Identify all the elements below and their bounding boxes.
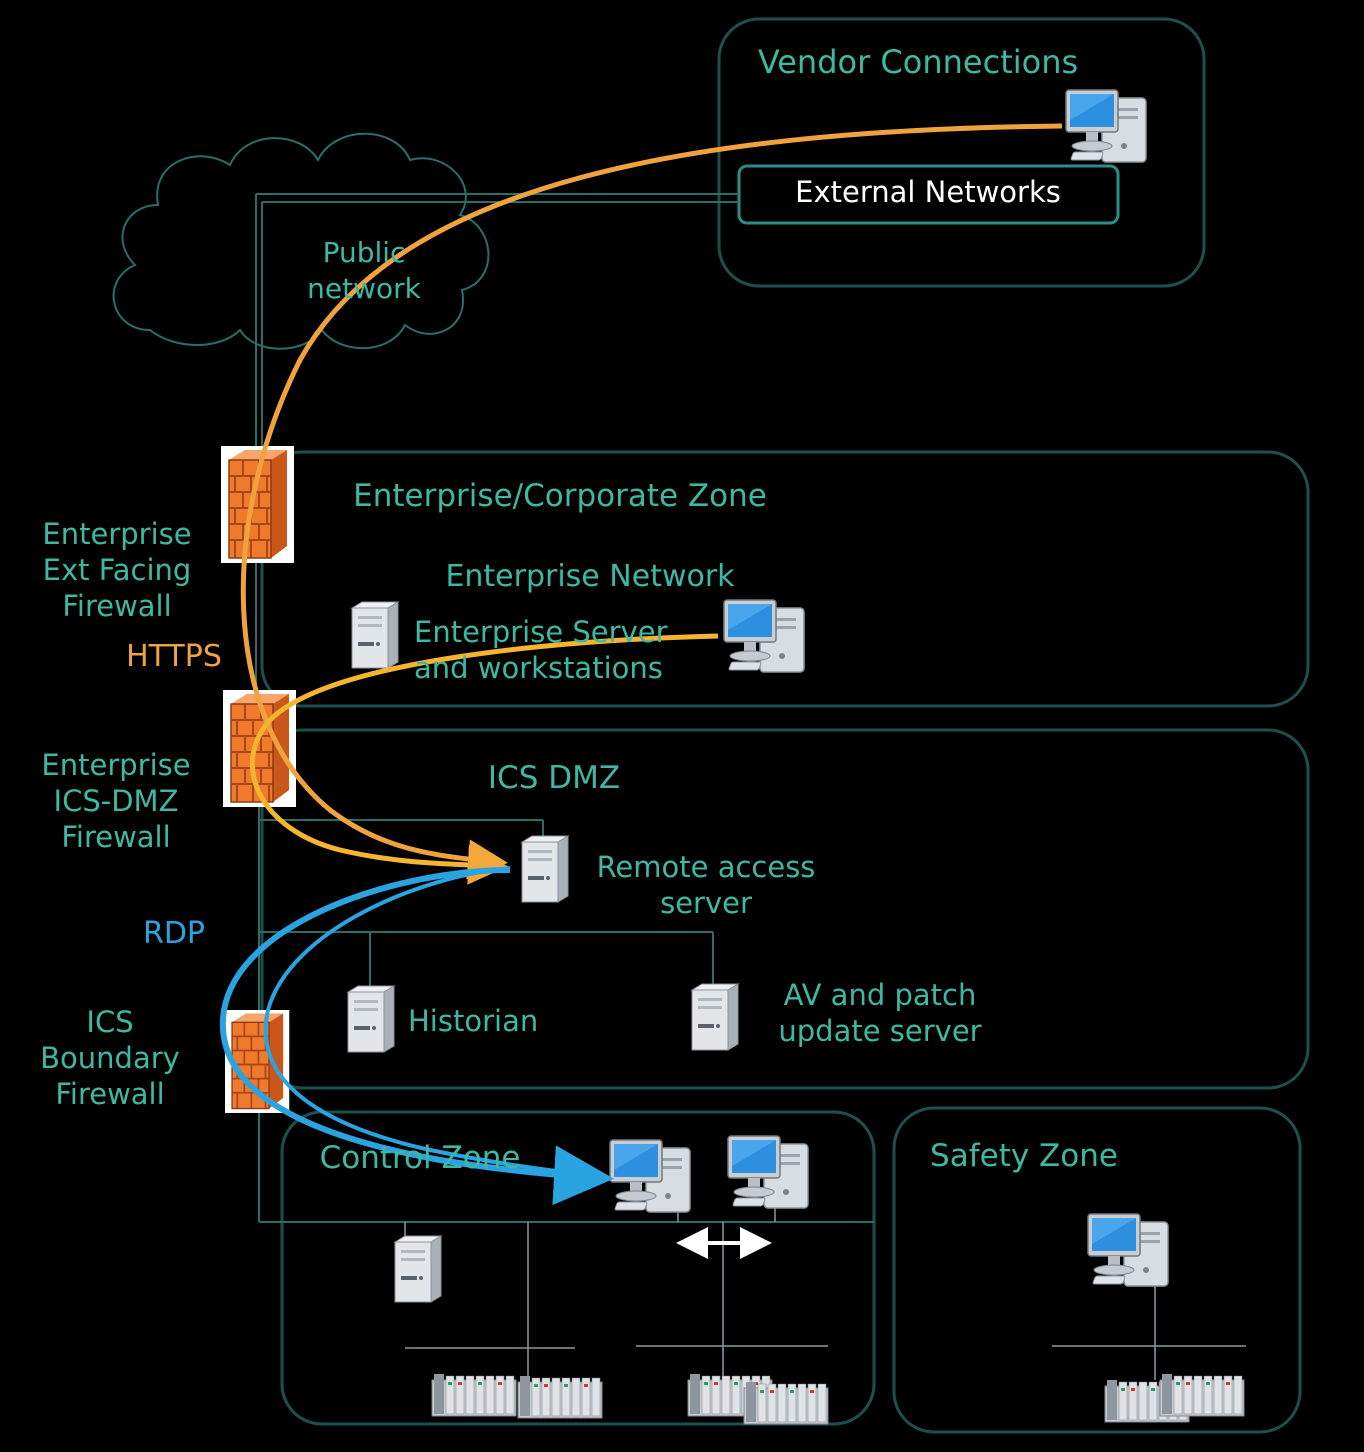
control-workstation-1-icon bbox=[609, 1139, 691, 1213]
ics-dmz-firewall-line1: Enterprise bbox=[41, 748, 190, 782]
boundary-firewall-line3: Firewall bbox=[55, 1077, 164, 1111]
remote-access-line1: Remote access bbox=[597, 850, 816, 884]
enterprise-workstation-icon bbox=[723, 599, 805, 673]
enterprise-zone-title: Enterprise/Corporate Zone bbox=[353, 478, 767, 514]
safety-zone-title: Safety Zone bbox=[930, 1138, 1118, 1174]
ext-firewall-line3: Firewall bbox=[62, 589, 171, 623]
control-zone bbox=[280, 1110, 876, 1426]
rdp-path-2 bbox=[263, 866, 601, 1178]
av-patch-line1: AV and patch bbox=[784, 978, 977, 1012]
enterprise-servers-line1: Enterprise Server bbox=[414, 615, 668, 649]
vendor-connections-zone bbox=[717, 17, 1206, 288]
https-path-vendor bbox=[240, 123, 1063, 880]
ics-dmz-zone bbox=[260, 728, 1310, 1090]
enterprise-corporate-zone bbox=[260, 450, 1310, 708]
av-patch-line2: update server bbox=[778, 1014, 981, 1048]
enterprise-server-icon bbox=[351, 601, 399, 669]
plc-rack-icon-1 bbox=[431, 1373, 517, 1417]
av-patch-server-icon bbox=[691, 983, 739, 1051]
external-networks-label: External Networks bbox=[795, 175, 1061, 209]
remote-access-line2: server bbox=[660, 886, 752, 920]
public-network-line1: Public bbox=[323, 236, 406, 269]
control-server-icon bbox=[394, 1235, 442, 1303]
network-wiring bbox=[255, 193, 1246, 1380]
plc-rack-icon-4 bbox=[743, 1381, 829, 1425]
vendor-zone-title: Vendor Connections bbox=[758, 43, 1078, 81]
cloud-icon bbox=[112, 132, 490, 350]
https-path-enterprise bbox=[250, 633, 719, 885]
plc-rack-icon-2 bbox=[517, 1375, 603, 1419]
remote-access-server-icon bbox=[521, 835, 569, 903]
enterprise-ext-firewall-icon bbox=[220, 445, 295, 564]
boundary-firewall-line1: ICS bbox=[86, 1005, 133, 1039]
public-network-line2: network bbox=[307, 272, 421, 305]
ics-dmz-firewall-line2: ICS-DMZ bbox=[54, 784, 179, 818]
rdp-path-1 bbox=[219, 867, 614, 1206]
safety-zone bbox=[892, 1106, 1302, 1434]
ext-firewall-line2: Ext Facing bbox=[43, 553, 192, 587]
enterprise-network-label: Enterprise Network bbox=[445, 559, 735, 594]
control-workstation-2-icon bbox=[727, 1135, 809, 1209]
enterprise-servers-line2: and workstations bbox=[414, 651, 663, 685]
ics-dmz-title: ICS DMZ bbox=[488, 760, 620, 796]
vendor-workstation-icon bbox=[1065, 89, 1147, 163]
plc-rack-icon-6 bbox=[1159, 1373, 1245, 1417]
rdp-label: RDP bbox=[143, 916, 205, 951]
historian-server-icon bbox=[347, 985, 395, 1053]
ext-firewall-line1: Enterprise bbox=[42, 517, 191, 551]
historian-label: Historian bbox=[408, 1004, 538, 1038]
boundary-firewall-line2: Boundary bbox=[40, 1041, 180, 1075]
control-zone-title: Control Zone bbox=[320, 1140, 521, 1176]
ics-dmz-firewall-line3: Firewall bbox=[61, 820, 170, 854]
https-label: HTTPS bbox=[126, 639, 222, 674]
safety-workstation-icon bbox=[1087, 1213, 1169, 1287]
